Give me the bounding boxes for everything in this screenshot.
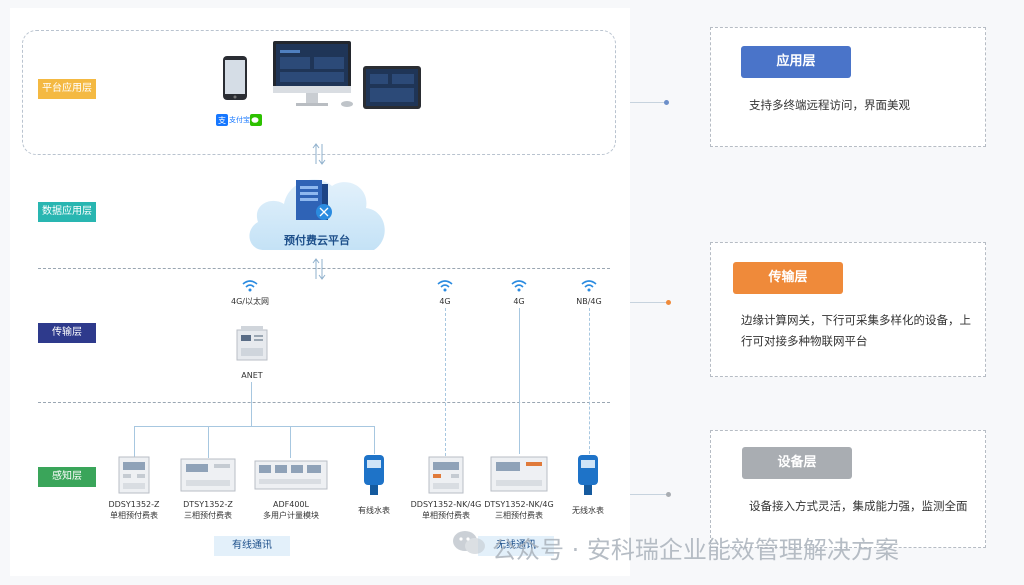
single-phase-4g-meter-icon [428,456,464,494]
device-4-name: 有线水表 [358,506,390,515]
bus-drop-4 [374,426,375,454]
wifi-icon-nb [581,280,597,292]
bus-drop-1 [134,426,135,458]
wired-comm-label: 有线通讯 [214,536,290,556]
card-device-desc: 设备接入方式灵活，集成能力强，监测全面 [749,499,968,513]
wifi-icon-4g-single [437,280,453,292]
three-phase-meter-icon [180,458,236,492]
device-3-model: ADF400L [273,500,309,509]
wireless-line-1 [445,308,446,456]
watermark-text: 公众号 · 安科瑞企业能效管理解决方案 [492,536,899,564]
data-layer-tag: 数据应用层 [38,202,96,222]
svg-text:支: 支 [218,115,226,125]
connector-application [630,102,666,103]
network-label-wired: 4G/以太网 [231,297,269,306]
device-6-name: 三相预付费表 [495,511,543,520]
alipay-icon: 支 [216,114,228,126]
monitor-icon [273,41,351,106]
card-transport-desc: 边缘计算网关，下行可采集多样化的设备，上行可对接多种物联网平台 [741,313,971,348]
network-label-nb: NB/4G [576,297,602,306]
server-icon [296,180,332,220]
device-6-model: DTSY1352-NK/4G [484,500,554,509]
connector-dot-device [666,492,671,497]
mouse-icon [341,101,353,107]
wireless-comm-label: 无线通讯 [478,536,554,556]
wechat-watermark-icon [453,531,485,554]
connector-dot-application [664,100,669,105]
device-1-name: 单相预付费表 [110,511,158,520]
bus-drop-3 [290,426,291,458]
wifi-icon-wired [242,280,258,292]
gateway-icon [236,326,268,361]
multi-user-module-icon [254,460,328,490]
card-device-title: 设备层 [742,447,852,479]
separator-data-transport [38,268,610,269]
arrow-data-transport-icon [312,258,326,280]
card-application-title: 应用层 [741,46,851,78]
platform-layer-tag: 平台应用层 [38,79,96,99]
alipay-label: 支付宝 [229,116,250,124]
wired-bus-line [134,426,374,427]
wireless-water-meter-icon [578,455,598,495]
device-7-name: 无线水表 [572,506,604,515]
gateway-label: ANET [241,371,263,380]
connector-transport [630,302,668,303]
three-phase-4g-meter-icon [490,456,548,492]
bus-drop-2 [208,426,209,458]
device-1-model: DDSY1352-Z [108,500,160,509]
separator-transport-perception [38,402,610,403]
wired-water-meter-icon [364,455,384,495]
arrow-platform-data-icon [312,143,326,165]
wechat-icon [250,114,262,126]
single-phase-meter-icon [118,456,150,494]
wifi-icon-4g-three [511,280,527,292]
wireless-line-3 [589,308,590,454]
gateway-down-line [251,382,252,426]
tablet-icon [363,66,421,109]
transport-layer-tag: 传输层 [38,323,96,343]
cloud-platform-label: 预付费云平台 [284,234,350,247]
connector-dot-transport [666,300,671,305]
card-transport-title: 传输层 [733,262,843,294]
device-2-model: DTSY1352-Z [183,500,233,509]
device-5-model: DDSY1352-NK/4G [410,500,482,509]
network-label-4g-three: 4G [513,297,525,306]
card-application-layer [710,27,986,147]
phone-icon [223,56,247,100]
network-label-4g-single: 4G [439,297,451,306]
device-2-name: 三相预付费表 [184,511,232,520]
device-5-name: 单相预付费表 [422,511,470,520]
platform-layer-box [22,30,616,155]
perception-layer-tag: 感知层 [38,467,96,487]
wireless-line-2 [519,308,520,454]
device-3-name: 多用户计量模块 [263,511,319,520]
card-application-desc: 支持多终端远程访问，界面美观 [749,98,910,112]
connector-device [630,494,668,495]
